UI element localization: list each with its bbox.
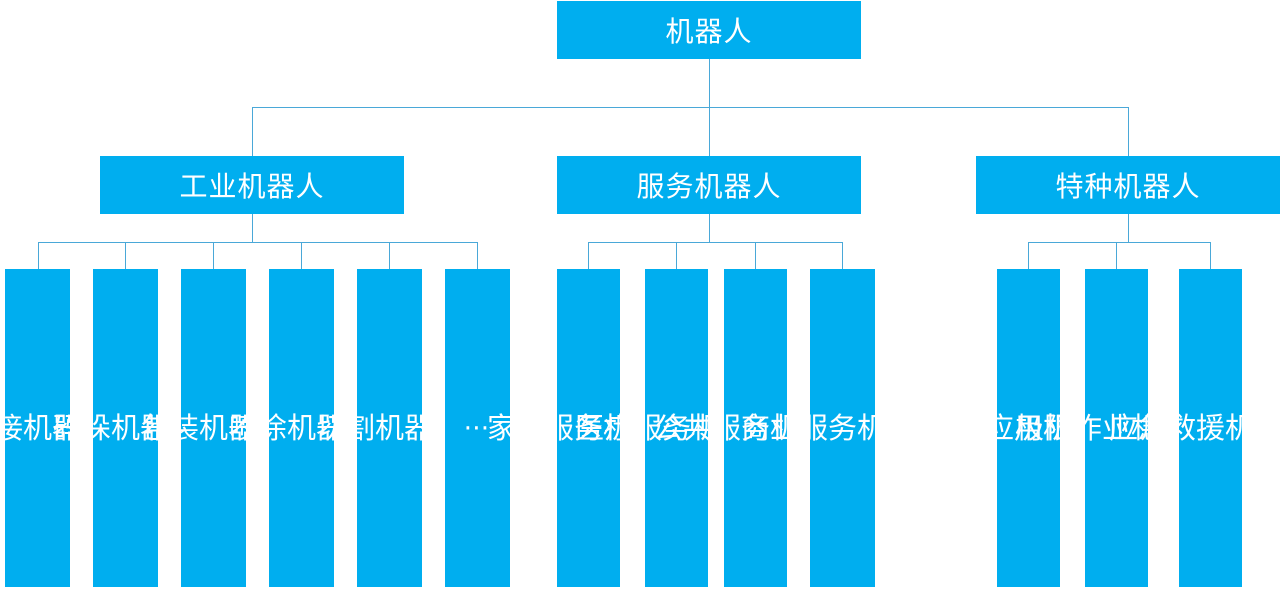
category-special: 特种机器人 bbox=[976, 156, 1280, 214]
connector-leaf bbox=[1028, 242, 1029, 269]
connector-industrial-up bbox=[252, 107, 253, 156]
root-node: 机器人 bbox=[557, 1, 861, 59]
connector-special-up bbox=[1128, 107, 1129, 156]
leaf-commercial-service-robot: 商业服务机器人 bbox=[741, 269, 944, 587]
category-label: 工业机器人 bbox=[179, 170, 325, 203]
category-label: 特种机器人 bbox=[1055, 170, 1201, 203]
connector-leaf bbox=[38, 242, 39, 269]
connector-special-down bbox=[1128, 214, 1129, 242]
connector-leaf bbox=[755, 242, 756, 269]
connector-leaf bbox=[1210, 242, 1211, 269]
category-label: 服务机器人 bbox=[636, 170, 782, 203]
connector-industrial-bar bbox=[38, 242, 478, 243]
connector-leaf bbox=[1116, 242, 1117, 269]
connector-industrial-down bbox=[252, 214, 253, 242]
connector-root-down bbox=[709, 59, 710, 107]
leaf-more: ⋯ bbox=[445, 269, 510, 587]
connector-service-up bbox=[709, 107, 710, 156]
leaf-emergency-rescue-robot: 应急救援机器人 bbox=[1109, 269, 1280, 587]
leaf-spraying-robot: 喷涂机器人 bbox=[229, 269, 374, 587]
category-service: 服务机器人 bbox=[557, 156, 861, 214]
root-label: 机器人 bbox=[665, 15, 753, 48]
connector-leaf bbox=[588, 242, 589, 269]
connector-service-bar bbox=[588, 242, 843, 243]
connector-leaf bbox=[301, 242, 302, 269]
leaf-packaging-robot: 包装机器人 bbox=[141, 269, 286, 587]
connector-special-bar bbox=[1028, 242, 1211, 243]
connector-leaf bbox=[676, 242, 677, 269]
leaf-cutting-robot: 切割机器人 bbox=[317, 269, 462, 587]
connector-leaf bbox=[389, 242, 390, 269]
leaf-military-robot: 军事应用机器人 bbox=[927, 269, 1130, 587]
leaf-extreme-operation-robot: 极限作业机器人 bbox=[1015, 269, 1218, 587]
connector-leaf bbox=[213, 242, 214, 269]
connector-leaf bbox=[842, 242, 843, 269]
category-industrial: 工业机器人 bbox=[100, 156, 404, 214]
leaf-palletizing-robot: 码垛机器人 bbox=[53, 269, 198, 587]
connector-level1-bar bbox=[252, 107, 1129, 108]
connector-service-down bbox=[709, 214, 710, 242]
connector-leaf bbox=[125, 242, 126, 269]
connector-leaf bbox=[477, 242, 478, 269]
